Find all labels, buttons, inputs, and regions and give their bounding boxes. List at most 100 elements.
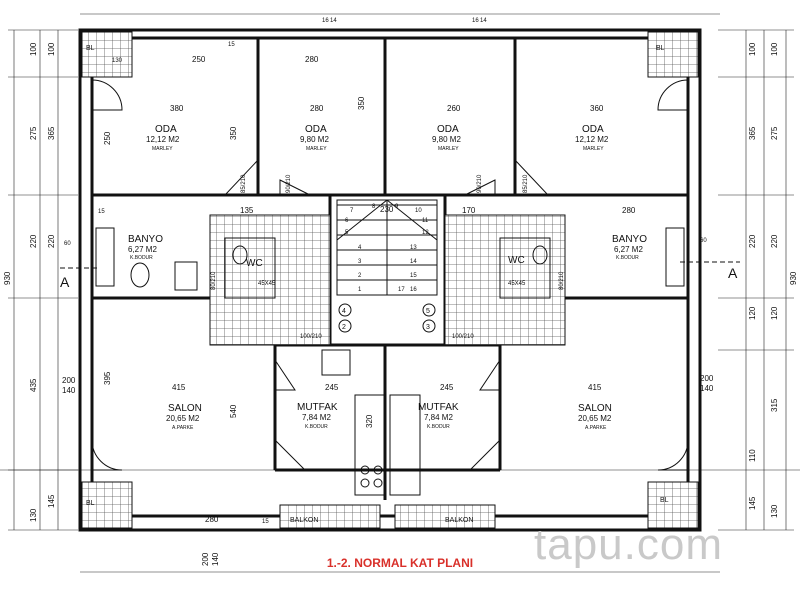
dim-right-outer-1: 100 <box>770 42 779 56</box>
dim-left-inner-1: 100 <box>47 42 56 56</box>
dim-int-170: 170 <box>462 206 476 215</box>
dim-bottom-1: 200 <box>201 552 210 566</box>
room-bl-top-left: BL <box>86 45 95 52</box>
dim-int-350a: 350 <box>229 126 238 140</box>
room-banyo-1-material: K.BODUR <box>130 255 153 261</box>
door-code-10: 45X45 <box>508 281 526 287</box>
room-banyo-2-name: BANYO <box>612 234 647 245</box>
room-salon-1-material: A.PARKE <box>172 425 194 431</box>
room-banyo-1-name: BANYO <box>128 234 163 245</box>
room-salon-2-material: A.PARKE <box>585 425 607 431</box>
dim-right-outer-5: 315 <box>770 398 779 412</box>
room-oda-2-material: MARLEY <box>306 146 327 152</box>
dim-left-inner-3: 220 <box>47 234 56 248</box>
dim-int-15a: 15 <box>228 42 235 48</box>
dim-left-outer-3: 220 <box>29 234 38 248</box>
door-code-2: 90/210 <box>286 174 292 193</box>
room-salon-2-area: 20,65 M2 <box>578 414 612 423</box>
dim-int-280a: 280 <box>305 55 319 64</box>
dim-bottom-2: 140 <box>211 552 220 566</box>
dim-right-outer-6: 130 <box>770 504 779 518</box>
door-swings <box>91 79 689 471</box>
dim-top-4: 14 <box>480 18 487 24</box>
tile-bl-bottom-left <box>81 481 133 529</box>
dim-right-inner-6: 140 <box>700 384 714 393</box>
door-code-8: 80/210 <box>559 271 565 290</box>
dim-int-415b: 415 <box>588 383 602 392</box>
room-oda-2-area: 9,80 M2 <box>300 135 329 144</box>
room-salon-1-area: 20,65 M2 <box>166 414 200 423</box>
room-mutfak-1-name: MUTFAK <box>297 402 338 413</box>
dim-right-outer-3: 220 <box>770 234 779 248</box>
wc-left-box <box>224 237 276 299</box>
bathroom-fixtures <box>95 227 685 496</box>
dim-int-230: 230 <box>380 205 394 214</box>
room-bl-bottom-left: BL <box>86 500 95 507</box>
circle-num-5: 5 <box>426 308 430 315</box>
door-code-5: 100/210 <box>300 334 322 340</box>
room-banyo-2-area: 6,27 M2 <box>614 245 643 254</box>
dim-right-inner-8: 145 <box>748 496 757 510</box>
dim-right-outer-2: 275 <box>770 126 779 140</box>
tile-balcony-right <box>394 504 496 529</box>
room-mutfak-1-area: 7,84 M2 <box>302 413 331 422</box>
dim-left-total: 930 <box>3 271 12 285</box>
dim-left-inner-5: 140 <box>62 386 76 395</box>
room-salon-1-name: SALON <box>168 403 202 414</box>
staircase <box>336 199 438 296</box>
dim-top-3: 16 <box>472 18 479 24</box>
dim-int-60b: 60 <box>700 238 707 244</box>
circle-num-2: 2 <box>342 324 346 331</box>
dim-left-inner-2: 365 <box>47 126 56 140</box>
door-code-9: 45X45 <box>258 281 276 287</box>
tile-balcony-left <box>279 504 381 529</box>
dim-left-inner-4: 200 <box>62 376 76 385</box>
stair-num-5: 5 <box>345 230 349 236</box>
dim-right-inner-7: 110 <box>748 449 757 462</box>
circle-num-4: 4 <box>342 308 346 315</box>
stair-num-11: 11 <box>422 218 429 224</box>
stair-num-9: 9 <box>395 204 399 210</box>
stair-num-14: 14 <box>410 259 417 265</box>
door-code-7: 80/210 <box>211 271 217 290</box>
room-oda-1-material: MARLEY <box>152 146 173 152</box>
room-wc-1-name: WC <box>246 258 263 269</box>
dim-int-135: 135 <box>240 206 254 215</box>
room-oda-4-area: 12,12 M2 <box>575 135 609 144</box>
door-code-6: 100/210 <box>452 334 474 340</box>
dim-int-320: 320 <box>365 414 374 428</box>
plan-caption: 1.-2. NORMAL KAT PLANI <box>326 556 474 570</box>
dim-int-280d: 280 <box>205 515 219 524</box>
dim-top-2: 14 <box>330 18 337 24</box>
wc-right-box <box>499 237 551 299</box>
tile-bl-top-left <box>81 31 133 78</box>
dim-int-60a: 60 <box>64 241 71 247</box>
dim-right-inner-5: 200 <box>700 374 714 383</box>
dim-left-outer-5: 130 <box>29 508 38 522</box>
room-mutfak-2-name: MUTFAK <box>418 402 459 413</box>
dim-top-1: 16 <box>322 18 329 24</box>
circle-markers <box>338 303 436 333</box>
dim-right-total: 930 <box>789 271 798 285</box>
room-wc-2-name: WC <box>508 255 525 266</box>
dim-int-280b: 280 <box>310 104 324 113</box>
stair-num-12: 12 <box>422 230 429 236</box>
section-marker-left: A <box>60 274 70 290</box>
room-mutfak-2-material: K.BODUR <box>427 424 450 430</box>
dim-int-245b: 245 <box>440 383 454 392</box>
stair-num-16: 16 <box>410 287 417 293</box>
dim-int-250b: 250 <box>103 131 112 145</box>
stair-num-7: 7 <box>350 208 354 214</box>
door-code-4: 85/210 <box>523 174 529 193</box>
dim-left-outer-2: 275 <box>29 126 38 140</box>
dim-int-280c: 280 <box>622 206 636 215</box>
section-line-a <box>60 261 740 269</box>
room-oda-3-name: ODA <box>437 124 459 135</box>
tile-hall-right <box>444 214 566 346</box>
stair-num-15: 15 <box>410 273 417 279</box>
stair-num-17: 17 <box>398 287 405 293</box>
dim-right-inner-4: 120 <box>748 306 757 320</box>
dim-right-inner-1: 100 <box>748 42 757 56</box>
room-oda-1-name: ODA <box>155 124 177 135</box>
